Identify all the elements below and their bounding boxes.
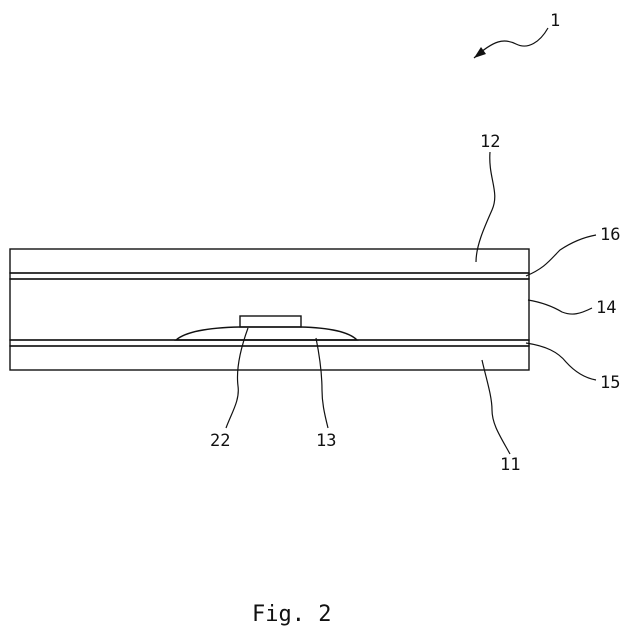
component-22 — [240, 316, 301, 327]
leader-14 — [528, 300, 592, 314]
layer-11 — [10, 346, 529, 370]
label-14: 14 — [596, 298, 616, 318]
leader-11 — [482, 360, 510, 454]
label-13: 13 — [316, 431, 336, 451]
layer-15 — [10, 340, 529, 346]
figure-caption: Fig. 2 — [252, 602, 331, 627]
layer-12 — [10, 249, 529, 273]
label-16: 16 — [600, 225, 620, 245]
leader-16 — [526, 235, 596, 276]
leader-13 — [316, 338, 328, 428]
leader-15 — [526, 343, 596, 380]
label-12: 12 — [480, 132, 500, 152]
label-15: 15 — [600, 373, 620, 393]
leader-22 — [226, 328, 248, 428]
layer-16 — [10, 273, 529, 279]
bump-13 — [176, 327, 357, 340]
label-11: 11 — [500, 455, 520, 475]
leader-1-arrowhead — [474, 47, 486, 58]
layer-14 — [10, 279, 529, 340]
label-assembly: 1 — [550, 11, 560, 31]
label-22: 22 — [210, 431, 230, 451]
leader-12 — [476, 152, 495, 262]
